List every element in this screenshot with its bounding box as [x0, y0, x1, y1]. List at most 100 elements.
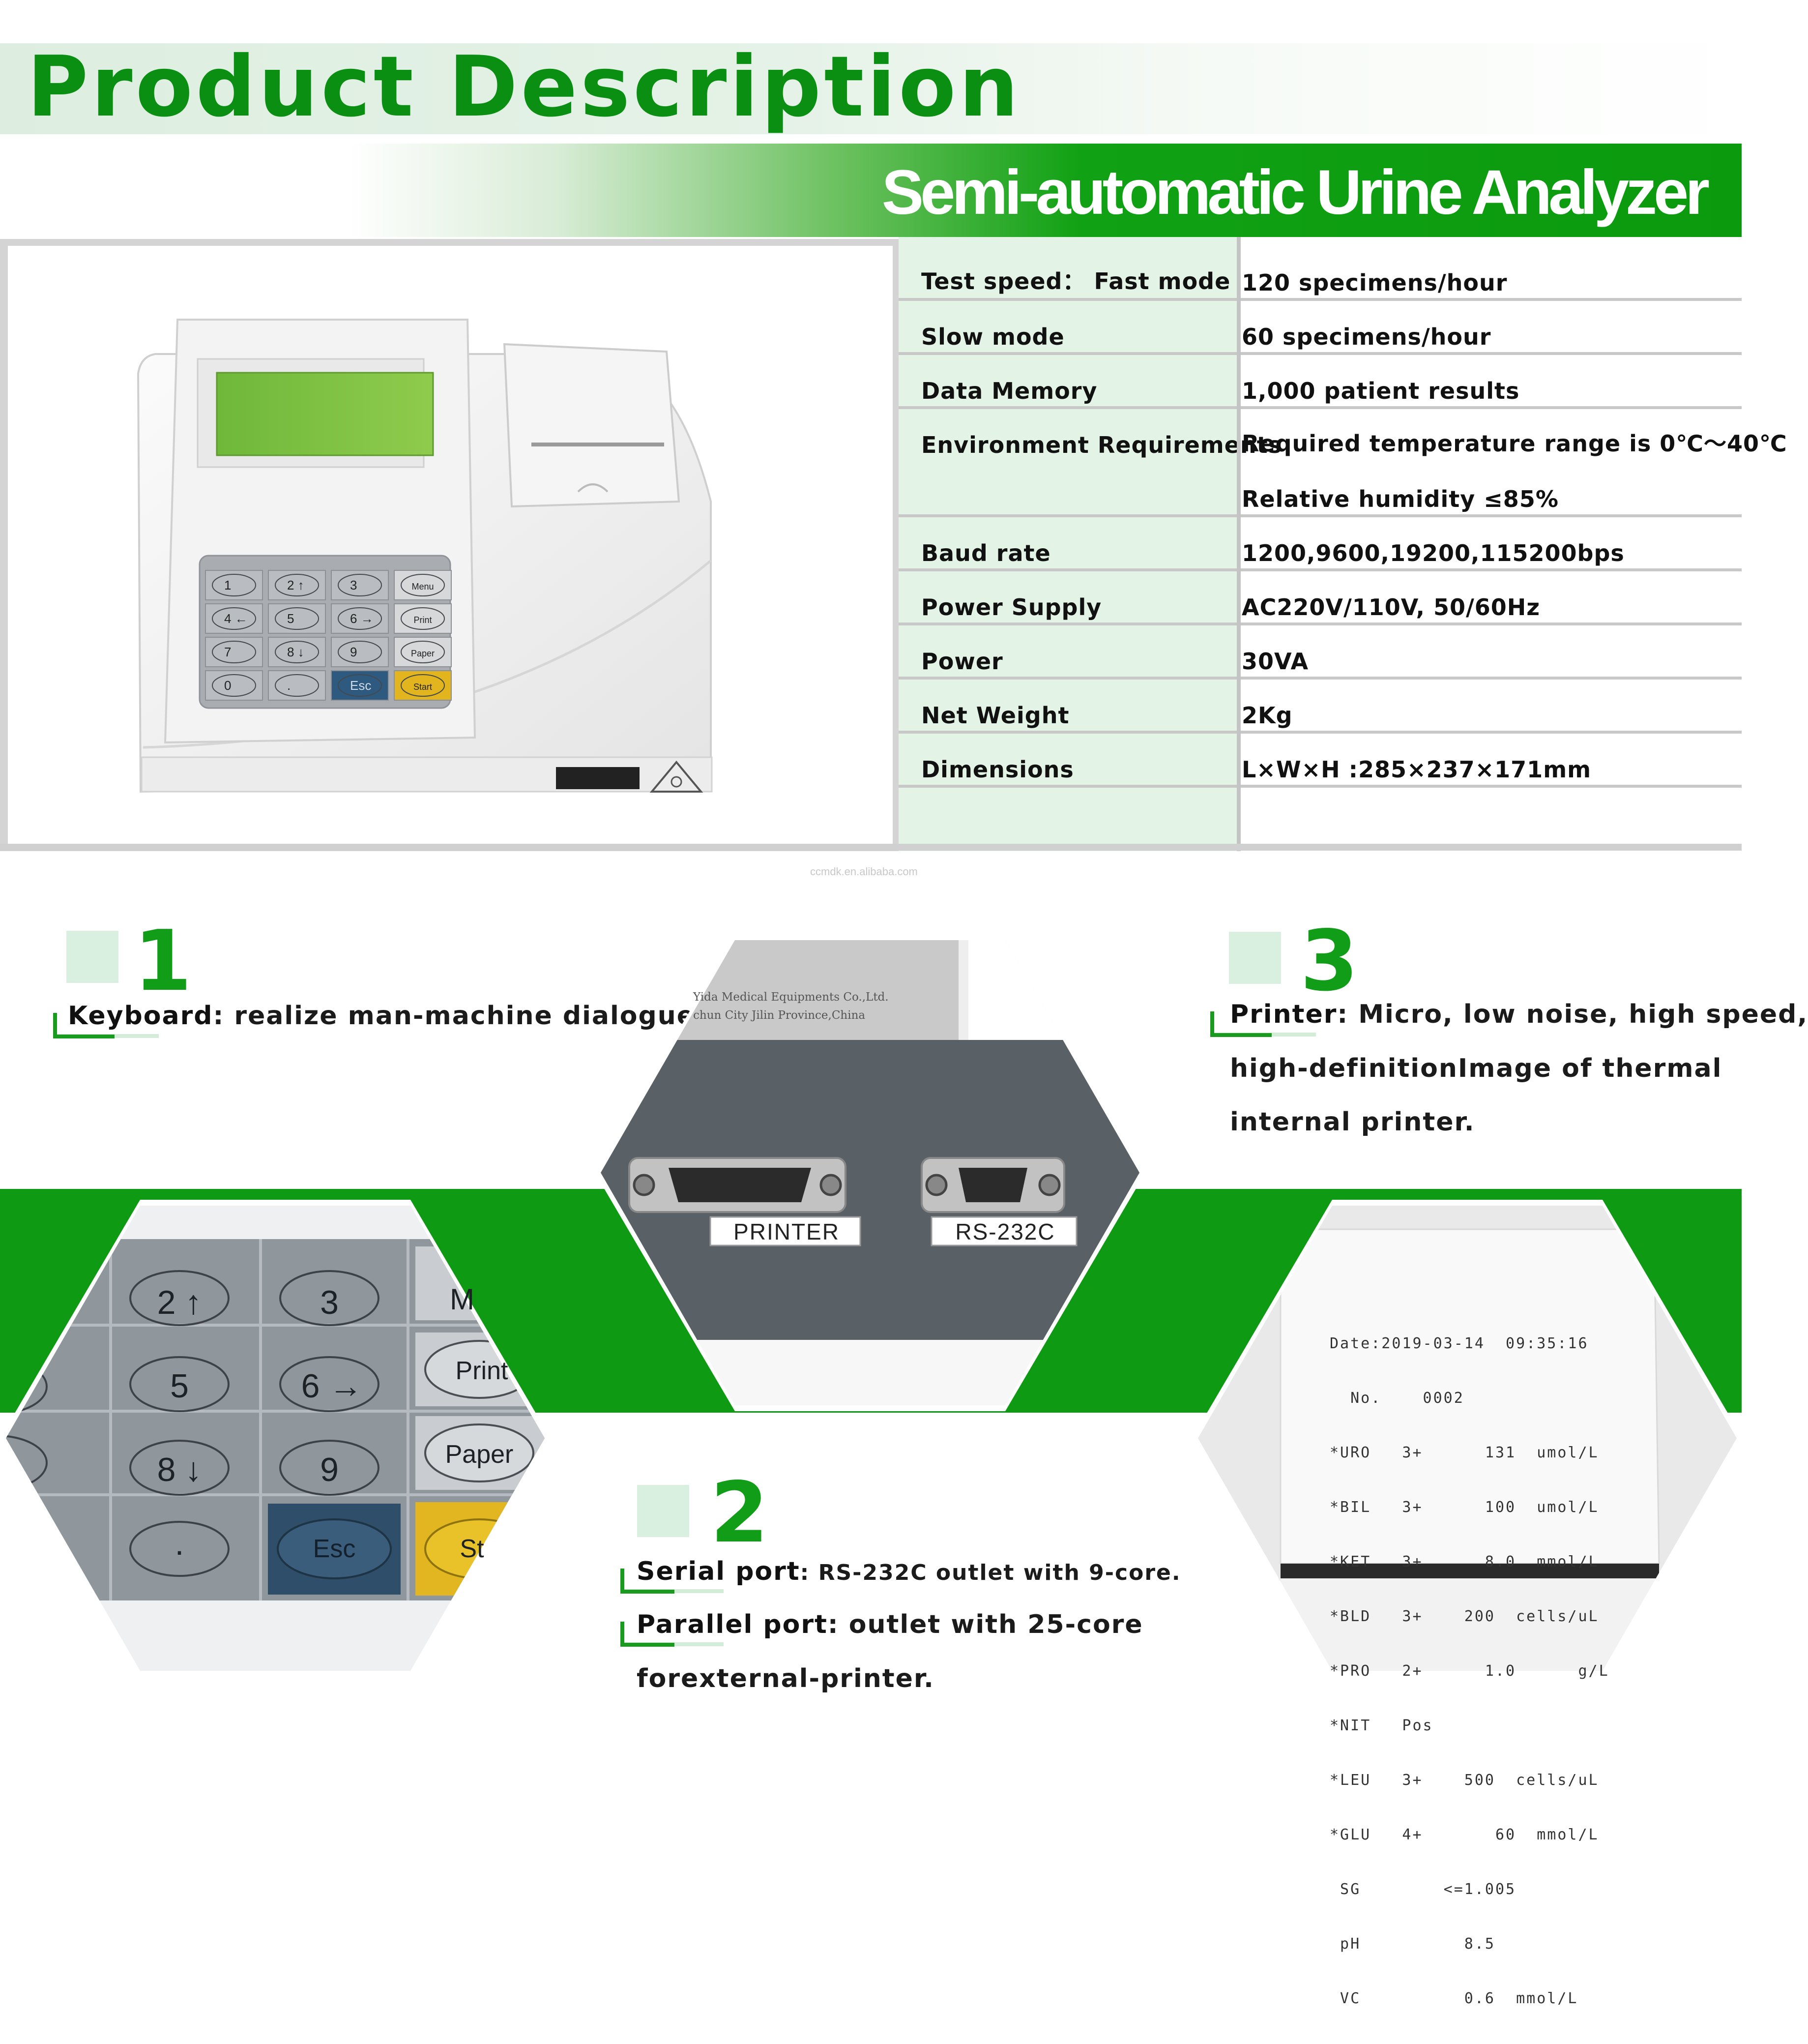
- keypad-key-label: Esc: [350, 678, 371, 693]
- keypad-key-label: 4 ←: [224, 611, 248, 626]
- feature-2-line1: Serial port: RS-232C outlet with 9-core.: [637, 1557, 1181, 1586]
- feature-2-line2: Parallel port: outlet with 25-core: [637, 1610, 1143, 1639]
- table-bottom-border: [0, 844, 1742, 851]
- keypad-key-label: .: [287, 678, 291, 693]
- feature-title: Serial port: [637, 1557, 800, 1586]
- spec-row: Test speed： Fast mode 120 specimens/hour: [899, 247, 1742, 301]
- spec-label: Baud rate: [921, 540, 1051, 566]
- keypad-key-outline: [401, 607, 445, 630]
- spec-row: Net Weight 2Kg: [899, 680, 1742, 734]
- keypad-key: [268, 637, 326, 667]
- feature-number: 3: [1300, 913, 1359, 1010]
- plate-text: Yida Medical Equipments Co.,Ltd.: [693, 991, 889, 1004]
- receipt-line: *URO 3+ 131 umol/L: [1330, 1444, 1599, 1461]
- keypad-key: [268, 670, 326, 701]
- keypad-key-outline: [212, 607, 256, 630]
- keypad-key-label: Print: [413, 615, 432, 625]
- printout-photo-svg: [1192, 1200, 1743, 1677]
- keypad-key: [394, 670, 452, 701]
- keypad-key-label: Paper: [411, 649, 435, 658]
- keypad-key: [331, 603, 389, 634]
- key-label: 9: [320, 1451, 339, 1488]
- keypad-key-outline: [212, 574, 256, 596]
- keypad-key: [205, 570, 263, 600]
- serial-port-label: RS-232C: [955, 1219, 1055, 1244]
- row-divider: [899, 731, 1742, 734]
- keypad-key: [205, 670, 263, 701]
- subtitle-band: [0, 144, 1742, 237]
- keypad-key-outline: [212, 674, 256, 697]
- ports-photo-svg: [595, 934, 1145, 1411]
- bracket-accent: [620, 1569, 624, 1593]
- spec-value: L×W×H :285×237×171mm: [1242, 756, 1592, 783]
- feature-desc: : realize man-machine dialogue.: [213, 1001, 706, 1031]
- receipt-line: pH 8.5: [1330, 1935, 1495, 1953]
- plate-text: chun City Jilin Province,China: [693, 1009, 866, 1022]
- receipt-line: No. 0002: [1330, 1390, 1464, 1407]
- spec-value: 120 specimens/hour: [1242, 269, 1508, 296]
- spec-value: 30VA: [1242, 648, 1309, 675]
- receipt-line: Date:2019-03-14 09:35:16: [1330, 1335, 1589, 1352]
- keypad-key-outline: [275, 674, 319, 697]
- row-divider: [899, 568, 1742, 571]
- number-square: [637, 1485, 689, 1537]
- spec-label: Slow mode: [921, 324, 1065, 350]
- keypad-key-outline: [275, 607, 319, 630]
- feature-1-text: Keyboard: realize man-machine dialogue.: [68, 1001, 706, 1031]
- spec-value: Relative humidity ≤85%: [1242, 486, 1559, 512]
- keypad-key: [331, 670, 389, 701]
- spec-row: Data Memory 1,000 patient results: [899, 355, 1742, 409]
- key-label: 2 ↑: [157, 1284, 202, 1321]
- row-divider: [899, 406, 1742, 409]
- keypad-key-label: 5: [287, 611, 294, 626]
- key-label: Paper: [445, 1440, 514, 1469]
- watermark: ccmdk.en.alibaba.com: [810, 865, 918, 878]
- spec-value: 1,000 patient results: [1242, 378, 1520, 404]
- key-label: .: [175, 1525, 184, 1562]
- feature-2-line3: forexternal-printer.: [637, 1664, 934, 1693]
- keypad-key: [268, 570, 326, 600]
- keypad-key-label: 6 →: [350, 611, 374, 626]
- spec-label: Data Memory: [921, 378, 1098, 404]
- keypad-key-label: 9: [350, 645, 357, 659]
- spec-value: 1200,9600,19200,115200bps: [1242, 540, 1625, 566]
- spec-label-column: [899, 237, 1240, 851]
- spec-value: 2Kg: [1242, 702, 1293, 729]
- keypad-photo-svg: [0, 1200, 551, 1677]
- feature-title: Keyboard: [68, 1001, 213, 1031]
- spec-row: Dimensions L×W×H :285×237×171mm: [899, 734, 1742, 788]
- keypad-key-label: 8 ↓: [287, 645, 304, 659]
- keypad-key: [268, 603, 326, 634]
- key-label: 6 →: [301, 1367, 363, 1405]
- receipt-text: Date:2019-03-14 09:35:16 No. 0002 *URO 3…: [1330, 1298, 1609, 2044]
- keypad-key-label: 2 ↑: [287, 578, 304, 592]
- key-label: Esc: [313, 1535, 356, 1563]
- bracket-accent: [620, 1590, 674, 1594]
- keypad-key: [394, 570, 452, 600]
- keypad-key-outline: [338, 574, 382, 596]
- key-label: Print: [455, 1357, 508, 1385]
- spec-value-column: [1240, 237, 1742, 851]
- keypad-key-outline: [338, 607, 382, 630]
- receipt-line: *LEU 3+ 500 cells/uL: [1330, 1772, 1599, 1789]
- feature-3-line3: internal printer.: [1230, 1107, 1475, 1137]
- feature-title: Parallel port: [637, 1610, 828, 1639]
- bracket-accent: [620, 1622, 624, 1646]
- keypad-key-label: 7: [224, 645, 231, 659]
- keypad-key-outline: [212, 641, 256, 663]
- keypad-key: [205, 637, 263, 667]
- receipt-line: *BIL 3+ 100 umol/L: [1330, 1499, 1599, 1516]
- receipt-line: *GLU 4+ 60 mmol/L: [1330, 1826, 1599, 1843]
- row-divider: [899, 785, 1742, 788]
- spec-row: Relative humidity ≤85%: [899, 463, 1742, 517]
- spec-value: Required temperature range is 0℃～40℃: [1242, 430, 1787, 457]
- number-square: [1229, 932, 1281, 984]
- spec-value: 60 specimens/hour: [1242, 324, 1491, 350]
- receipt-line: VC 0.6 mmol/L: [1330, 1990, 1578, 2007]
- keypad-key-label: 3: [350, 578, 357, 592]
- row-divider: [899, 514, 1742, 517]
- feature-desc: : RS-232C outlet with 9-core.: [800, 1560, 1181, 1585]
- feature-number: 1: [134, 913, 192, 1010]
